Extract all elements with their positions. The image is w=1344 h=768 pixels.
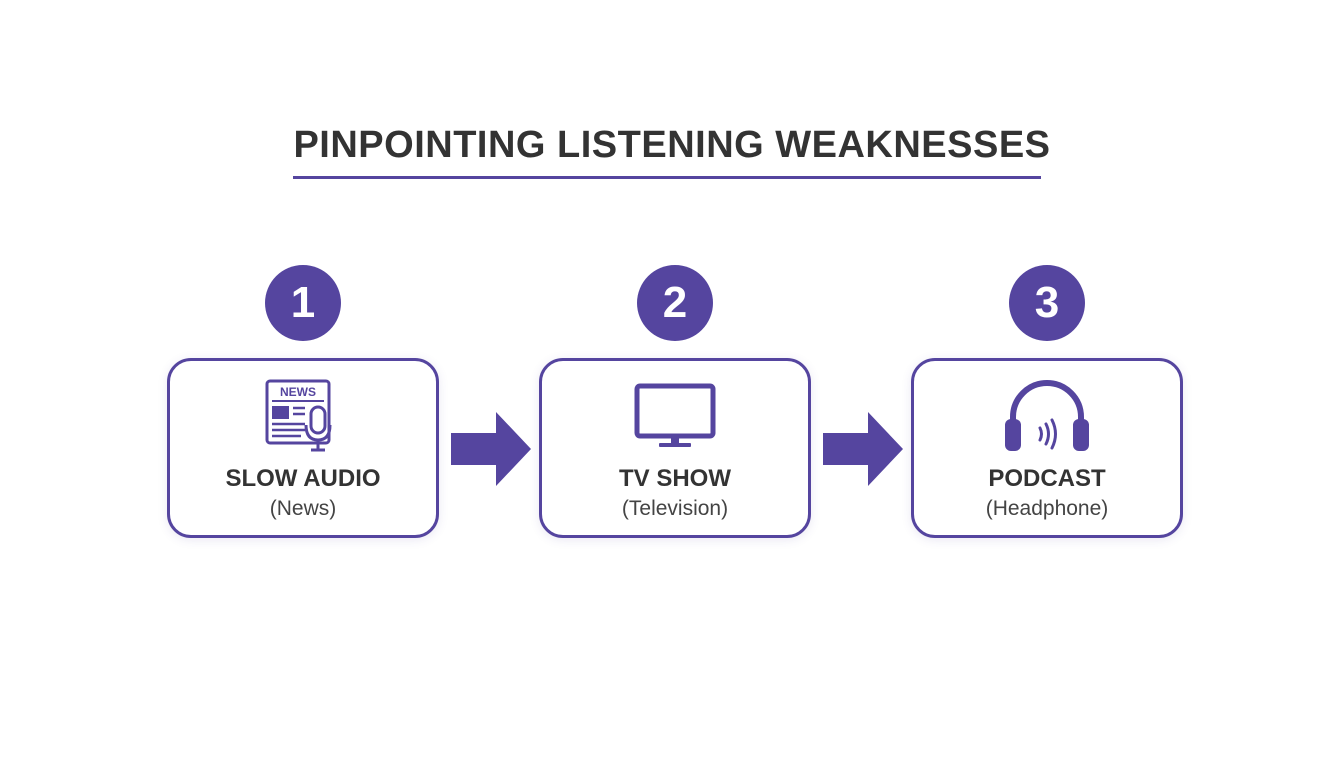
arrow-right-icon (451, 412, 531, 486)
headphone-icon (914, 377, 1180, 457)
step-2-card: TV SHOW (Television) (539, 358, 811, 538)
television-icon (542, 377, 808, 457)
title-underline (293, 176, 1041, 179)
step-1-label: SLOW AUDIO (225, 465, 381, 492)
step-2-sublabel: (Television) (621, 497, 729, 520)
step-1-sublabel: (News) (269, 497, 337, 520)
step-1-card: NEWS SLOW AUDIO (News) (167, 358, 439, 538)
step-3-sublabel: (Headphone) (985, 497, 1109, 520)
news-icon-text: NEWS (280, 385, 316, 399)
arrow-right-icon (823, 412, 903, 486)
news-microphone-icon: NEWS (170, 377, 436, 457)
diagram-title: PINPOINTING LISTENING WEAKNESSES (293, 124, 1051, 166)
step-1-number-badge: 1 (265, 265, 341, 341)
step-3-card: PODCAST (Headphone) (911, 358, 1183, 538)
step-2-number-badge: 2 (637, 265, 713, 341)
step-3-number-badge: 3 (1009, 265, 1085, 341)
step-3-label: PODCAST (988, 465, 1106, 492)
step-2-label: TV SHOW (619, 465, 731, 492)
